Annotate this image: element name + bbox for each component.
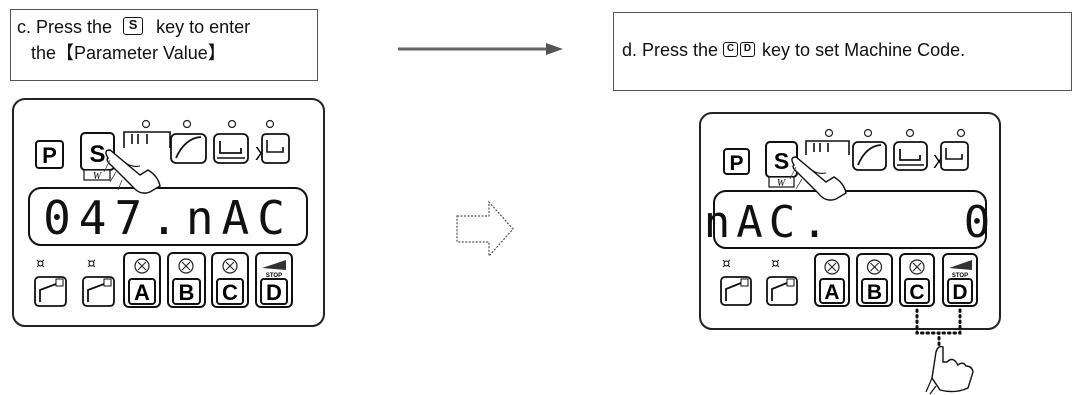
d-key-icon: D bbox=[740, 41, 756, 57]
hand-pointer-icon bbox=[103, 149, 161, 194]
b-key-label: B bbox=[179, 280, 195, 305]
hand-pointer-icon bbox=[925, 345, 974, 395]
step-c-caption: c. Press the S key to enter the【Paramete… bbox=[10, 9, 318, 81]
stitch-icon bbox=[805, 140, 850, 155]
p-key-label: P bbox=[729, 152, 743, 175]
svg-text:STOP: STOP bbox=[952, 273, 968, 279]
start-backtack-key[interactable] bbox=[34, 276, 67, 307]
hand-pointer-icon bbox=[789, 156, 847, 201]
c-d-dotted-link bbox=[915, 308, 962, 349]
presser-key[interactable] bbox=[213, 133, 249, 164]
p-key[interactable]: P bbox=[35, 140, 64, 169]
svg-text:STOP: STOP bbox=[266, 273, 282, 279]
end-backtack-key[interactable] bbox=[766, 276, 798, 306]
svg-text:¤: ¤ bbox=[771, 256, 780, 272]
b-key-label: B bbox=[867, 281, 882, 304]
a-key-label: A bbox=[824, 281, 839, 304]
c-key-label: C bbox=[909, 281, 924, 304]
c-key[interactable]: C bbox=[211, 252, 249, 308]
stop-icon: STOP bbox=[949, 260, 972, 279]
d-key[interactable]: STOP D bbox=[255, 252, 293, 308]
cancel-presser-key[interactable]: X bbox=[933, 141, 969, 172]
curve-key[interactable] bbox=[852, 141, 887, 171]
svg-text:W: W bbox=[777, 178, 787, 189]
step-d-prefix: d. Press the bbox=[622, 40, 719, 60]
step-d-suffix: key to set Machine Code. bbox=[762, 40, 966, 60]
p-key-label: P bbox=[42, 143, 57, 168]
step-c-line2: the【Parameter Value】 bbox=[31, 43, 226, 63]
c-key-label: C bbox=[222, 280, 238, 305]
curve-key[interactable] bbox=[170, 133, 207, 164]
cancel-presser-key[interactable]: X bbox=[255, 133, 290, 164]
d-key-label: D bbox=[952, 281, 967, 304]
s-key[interactable]: S W bbox=[765, 141, 798, 189]
d-key[interactable]: STOP D bbox=[942, 253, 978, 307]
a-key[interactable]: A bbox=[814, 253, 850, 307]
stitch-icon bbox=[123, 131, 171, 148]
end-backtack-key[interactable] bbox=[82, 276, 115, 307]
step-c-line1: c. Press the S key to enter bbox=[17, 14, 317, 40]
s-key-icon: S bbox=[123, 17, 144, 36]
svg-text:¤: ¤ bbox=[87, 256, 96, 272]
display-text: nAC. 0 bbox=[704, 197, 996, 248]
outline-right-arrow-icon bbox=[456, 200, 514, 258]
b-key[interactable]: B bbox=[856, 253, 893, 307]
c-key-icon: C bbox=[723, 41, 739, 57]
step-c-prefix: c. Press the bbox=[17, 17, 113, 37]
svg-text:¤: ¤ bbox=[36, 256, 45, 272]
b-key[interactable]: B bbox=[167, 252, 206, 308]
svg-text:W: W bbox=[93, 171, 103, 182]
s-key-label: S bbox=[89, 141, 105, 168]
s-key-label: S bbox=[774, 148, 789, 174]
stop-icon: STOP bbox=[262, 260, 286, 279]
display-text: 047.nAC bbox=[43, 191, 293, 245]
s-key[interactable]: S W bbox=[80, 132, 115, 182]
p-key[interactable]: P bbox=[723, 148, 750, 175]
a-key-label: A bbox=[134, 280, 150, 305]
d-key-label: D bbox=[266, 280, 282, 305]
presser-key[interactable] bbox=[893, 141, 928, 171]
a-key[interactable]: A bbox=[123, 252, 161, 308]
start-backtack-key[interactable] bbox=[720, 276, 752, 306]
c-key[interactable]: C bbox=[899, 253, 935, 307]
step-c-suffix: key to enter bbox=[156, 17, 251, 37]
svg-text:¤: ¤ bbox=[722, 256, 731, 272]
